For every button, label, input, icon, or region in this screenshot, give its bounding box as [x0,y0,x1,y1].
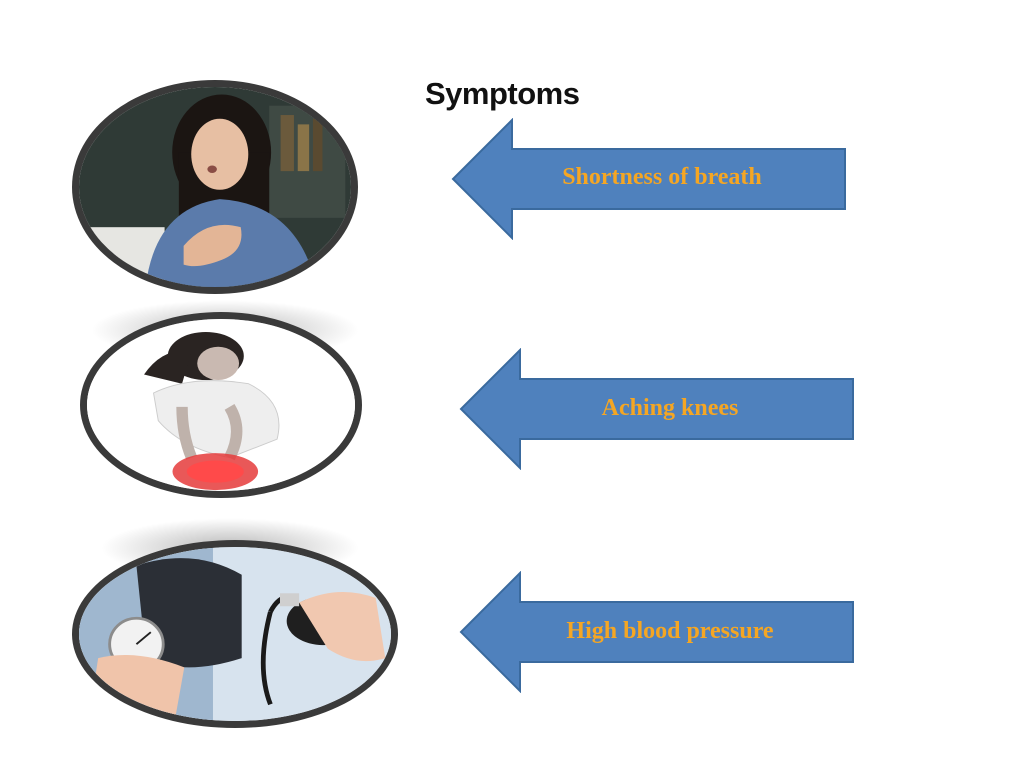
left-arrow-icon [459,571,854,693]
left-arrow-icon [459,348,854,470]
blood-pressure-cuff-icon [79,547,391,721]
photo-aching-knees [80,312,362,498]
arrow-shortness-of-breath: Shortness of breath [451,118,847,240]
arrow-high-blood-pressure: High blood pressure [459,571,855,693]
arrow-aching-knees: Aching knees [459,348,855,470]
left-arrow-icon [451,118,846,240]
woman-breathless-icon [79,87,351,287]
photo-shortness-of-breath [72,80,358,294]
slide-title: Symptoms [425,76,580,111]
symptom-label: High blood pressure [566,618,774,644]
symptom-label: Aching knees [601,395,739,421]
photo-high-blood-pressure [72,540,398,728]
woman-knee-pain-icon [87,319,355,491]
symptom-label: Shortness of breath [562,164,762,190]
